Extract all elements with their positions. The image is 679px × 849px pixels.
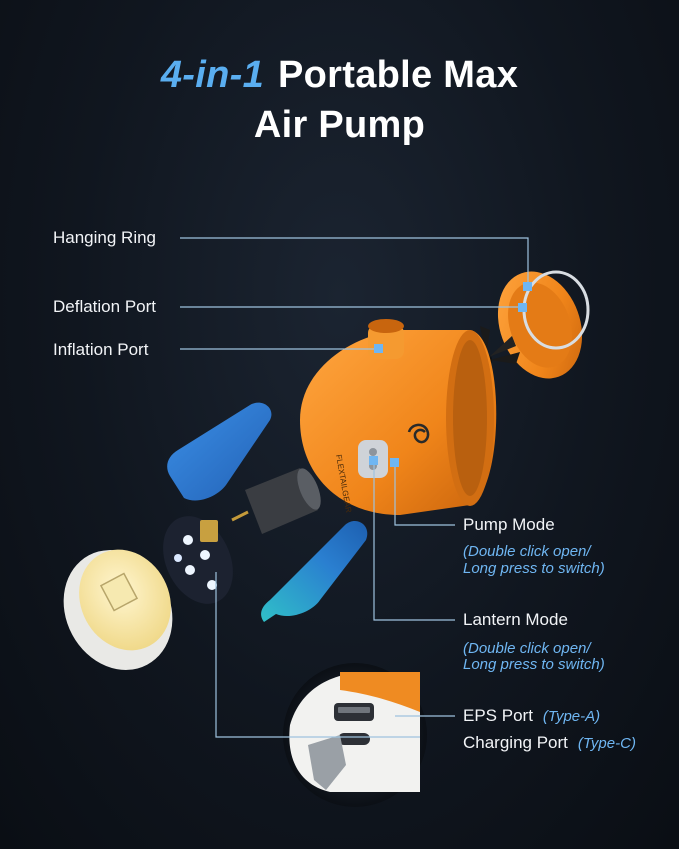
battery-bottom xyxy=(261,520,368,622)
usb-c-port-shape xyxy=(338,733,370,745)
lantern-mode-label: Lantern Mode xyxy=(463,610,568,629)
inflation-port-label: Inflation Port xyxy=(53,340,149,359)
battery-top xyxy=(167,402,272,501)
pump-mode-note-1: (Double click open/ xyxy=(463,543,591,560)
lamp-cap xyxy=(63,549,173,670)
pump-mode-label: Pump Mode xyxy=(463,515,555,534)
ports-closeup xyxy=(283,663,427,807)
motor xyxy=(231,468,321,534)
page-title-line-2: Air Pump xyxy=(253,104,426,146)
charging-port-label: Charging Port (Type-C) xyxy=(463,733,636,753)
leader-markers xyxy=(369,282,532,467)
pump-mode-note-2: Long press to switch) xyxy=(463,560,605,577)
title-line1-rest: Portable Max xyxy=(278,54,519,96)
eps-port-label: EPS Port (Type-A) xyxy=(463,706,600,726)
charging-port-type: (Type-C) xyxy=(577,735,636,752)
hanging-ring-label: Hanging Ring xyxy=(53,228,157,247)
eps-port-name: EPS Port xyxy=(463,706,533,725)
page-title-line-1: 4-in-1 Portable Max xyxy=(0,54,679,97)
charging-port-name: Charging Port xyxy=(463,733,568,752)
lantern-mode-note-1: (Double click open/ xyxy=(463,640,591,657)
deflation-port-label: Deflation Port xyxy=(53,297,156,316)
lantern-mode-note-2: Long press to switch) xyxy=(463,656,605,673)
rear-cap xyxy=(497,270,590,379)
title-accent: 4-in-1 xyxy=(160,54,265,96)
eps-port-type: (Type-A) xyxy=(542,708,601,725)
leader-lines xyxy=(180,237,529,738)
